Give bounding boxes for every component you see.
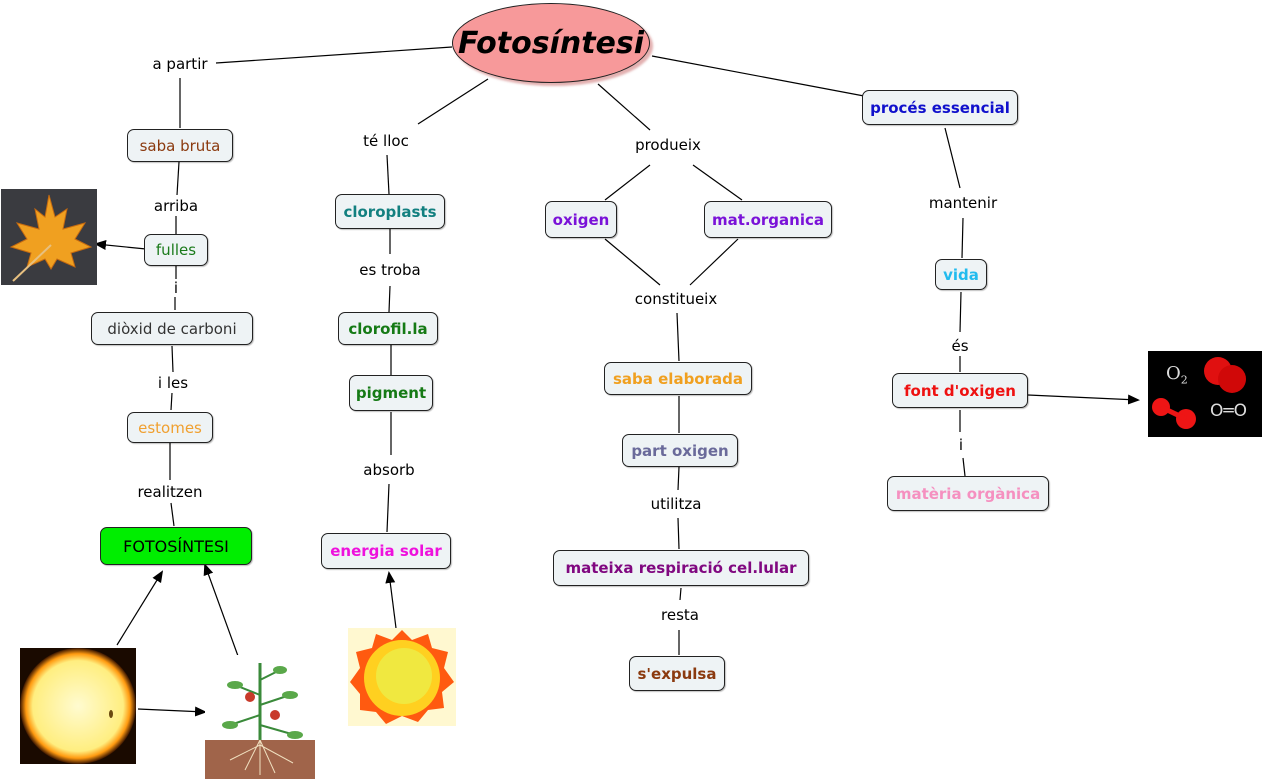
link [215,46,453,64]
concept-text: mat.organica [711,210,825,229]
concept-proces-essencial[interactable]: procés essencial [862,90,1018,125]
concept-text: font d'oxigen [904,381,1016,400]
link [171,345,174,373]
concept-respiracio-cellular[interactable]: mateixa respiració cel.lular [553,550,809,586]
link [170,392,173,411]
concept-text: s'expulsa [637,664,717,683]
link [604,164,651,201]
concept-estomes[interactable]: estomes [127,412,213,443]
sun-icon [20,648,136,764]
link [597,83,651,131]
link [651,55,865,97]
concept-text: mateixa respiració cel.lular [565,559,797,577]
link [676,312,680,362]
concept-text: matèria orgànica [895,484,1041,503]
link-label: utilitza [648,495,704,513]
root-concept-fotosintesi[interactable]: Fotosíntesi [452,3,650,83]
concept-text: pigment [355,384,427,402]
concept-text: part oxigen [631,441,729,460]
link-label: resta [659,606,701,624]
link [689,238,739,286]
link-label: es troba [357,261,423,279]
link-label: mantenir [926,194,1000,212]
link [176,161,180,196]
link-label: produeix [633,136,703,154]
concept-text: FOTOSÍNTESI [123,536,229,556]
link [94,240,147,250]
root-title: Fotosíntesi [457,25,645,61]
link-label: i les [155,374,191,392]
link [961,217,964,259]
concept-dioxid-de-carboni[interactable]: diòxid de carboni [91,312,253,345]
concept-text: saba elaborada [613,369,743,388]
concept-cloroplasts[interactable]: cloroplasts [335,194,445,229]
concept-text: saba bruta [139,136,221,155]
oxygen-structure: O═O [1210,401,1247,421]
concept-materia-organica[interactable]: matèria orgànica [887,476,1049,511]
concept-font-doxigen[interactable]: font d'oxigen [892,373,1028,408]
concept-energia-solar[interactable]: energia solar [321,533,451,569]
concept-text: oxigen [552,210,610,229]
link-label: constitueix [632,290,720,308]
plant-icon [205,663,315,779]
concept-text: cloroplasts [343,202,437,221]
link [679,587,682,601]
maple-leaf-icon [9,194,93,282]
link-label: realitzen [135,483,205,501]
link [677,466,680,491]
link [959,291,962,333]
maple-leaf-image[interactable] [1,189,97,285]
link-label: i [171,279,181,297]
concept-sexpulsa[interactable]: s'expulsa [629,656,725,691]
link [386,154,390,195]
link [385,571,397,629]
link [137,706,207,717]
concept-clorofila[interactable]: clorofil.la [338,312,438,345]
concept-text: fulles [155,241,197,259]
concept-text: vida [943,265,979,284]
sun-drawing-image[interactable] [348,628,456,726]
link [1027,394,1140,405]
link [944,127,961,189]
link [692,164,743,201]
concept-text: energia solar [330,542,442,560]
link [170,502,175,527]
link-label: absorb [361,461,417,479]
link-label: és [949,337,971,355]
link-label: a partir [150,55,210,73]
sun-photo-image[interactable] [20,648,136,764]
concept-text: clorofil.la [348,319,428,338]
concept-mat-organica[interactable]: mat.organica [704,201,832,238]
concept-text: estomes [138,418,202,437]
concept-text: procés essencial [870,98,1010,117]
tomato-plant-image[interactable] [205,655,315,779]
link [677,517,680,550]
link [388,285,391,313]
concept-fulles[interactable]: fulles [144,234,208,266]
concept-fotosintesi-box[interactable]: FOTOSÍNTESI [100,527,252,565]
concept-pigment[interactable]: pigment [349,375,433,411]
concept-text: diòxid de carboni [107,319,237,338]
concept-oxigen[interactable]: oxigen [545,201,617,238]
sun-drawing-icon [350,630,454,724]
concept-vida[interactable]: vida [935,259,987,290]
link-label: té lloc [361,132,411,150]
link [962,457,966,477]
oxygen-formula: O2 [1166,363,1188,387]
link [203,563,239,657]
oxygen-molecule-icon [1152,357,1246,429]
link [417,78,489,125]
link [604,238,661,286]
concept-saba-elaborada[interactable]: saba elaborada [604,362,752,395]
link [116,570,164,646]
link-label: arriba [151,197,201,215]
link-label: i [956,436,966,454]
concept-saba-bruta[interactable]: saba bruta [127,129,233,162]
link [386,483,390,533]
oxygen-molecule-image[interactable]: O2 O═O [1148,351,1262,437]
concept-part-oxigen[interactable]: part oxigen [622,434,738,467]
